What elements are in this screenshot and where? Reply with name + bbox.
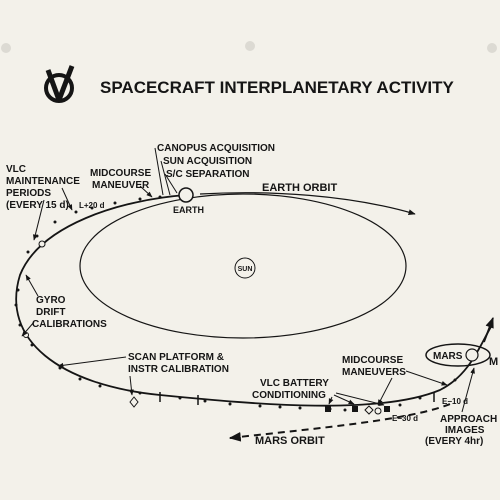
midcourse-maneuver-label: MIDCOURSE MANEUVER (90, 168, 151, 191)
binder-hole-mid (245, 41, 255, 51)
sun-circle (234, 257, 256, 279)
svg-text:IMAGES: IMAGES (445, 425, 485, 436)
binder-hole-left (1, 43, 11, 53)
binder-hole-right (487, 43, 497, 53)
svg-text:(EVERY 15 d): (EVERY 15 d) (6, 200, 69, 211)
svg-text:PERIODS: PERIODS (6, 188, 51, 199)
svg-text:MANEUVER: MANEUVER (92, 180, 150, 191)
earth-orbit-arc (199, 192, 416, 215)
svg-text:INSTR CALIBRATION: INSTR CALIBRATION (128, 364, 229, 375)
earth-orbit-label: EARTH ORBIT (262, 182, 337, 194)
earth-circle (178, 187, 194, 203)
midcourse-maneuver-leader (139, 185, 153, 198)
canopus-leader (154, 147, 164, 196)
approach-leader (461, 367, 475, 413)
svg-text:DRIFT: DRIFT (36, 307, 65, 318)
svg-text:MIDCOURSE: MIDCOURSE (90, 168, 151, 179)
sun-acq-leader (160, 160, 171, 196)
launch-plus-label: L+20 d (79, 201, 105, 210)
e30-label: E−30 d (392, 414, 418, 423)
scan-platform-leader-1 (57, 356, 127, 368)
svg-text:APPROACH: APPROACH (440, 414, 497, 425)
svg-text:MANEUVERS: MANEUVERS (342, 367, 406, 378)
scan-platform-label: SCAN PLATFORM & INSTR CALIBRATION (128, 352, 229, 375)
svg-text:GYRO: GYRO (36, 295, 66, 306)
gyro-leader-1 (25, 274, 39, 297)
event-diamond (364, 405, 374, 415)
svg-text:CONDITIONING: CONDITIONING (252, 390, 326, 401)
vlc-maintenance-label: VLC MAINTENANCE PERIODS (EVERY 15 d) (6, 164, 80, 211)
mars-circle (465, 348, 479, 362)
earth-orbit-ellipse (79, 193, 407, 339)
vlc-battery-leader-3 (335, 392, 385, 407)
svg-text:MIDCOURSE: MIDCOURSE (342, 355, 403, 366)
mars-orbit-arc (228, 403, 451, 442)
svg-text:VLC: VLC (6, 164, 26, 175)
scan-platform-diamond (129, 396, 139, 408)
trajectory-end-arrow (483, 316, 494, 343)
sc-sep-label: S/C SEPARATION (166, 169, 250, 180)
sun-label: SUN (238, 266, 253, 273)
page-title: SPACECRAFT INTERPLANETARY ACTIVITY (100, 78, 455, 97)
event-circle-2 (374, 407, 382, 415)
sc-sep-leader (164, 173, 178, 194)
trajectory-tick-1 (159, 392, 435, 405)
svg-text:(EVERY 4hr): (EVERY 4hr) (425, 436, 483, 447)
battery-square-1 (325, 406, 331, 412)
midcourse-maneuvers-leader-2 (405, 370, 448, 386)
e10-label: E−10 d (442, 397, 468, 406)
approach-images-label: APPROACH IMAGES (EVERY 4hr) (425, 414, 497, 447)
midcourse-maneuvers-label: MIDCOURSE MANEUVERS (342, 355, 406, 378)
canopus-label: CANOPUS ACQUISITION (157, 143, 275, 154)
vlc-maintenance-leader-1 (61, 187, 73, 211)
gyro-label: GYRO DRIFT CALIBRATIONS (32, 295, 107, 330)
spacecraft-trajectory (15, 194, 493, 407)
mars-m-label: M (489, 356, 498, 368)
viking-logo (44, 65, 75, 103)
trajectory-markers (14, 195, 457, 412)
svg-text:SCAN PLATFORM &: SCAN PLATFORM & (128, 352, 224, 363)
midcourse-maneuvers-leader-1 (377, 377, 393, 406)
scan-platform-leader-2 (129, 375, 134, 396)
svg-text:MAINTENANCE: MAINTENANCE (6, 176, 80, 187)
svg-text:VLC BATTERY: VLC BATTERY (260, 378, 329, 389)
mars-orbit-ring (425, 343, 491, 367)
gyro-leader-2 (21, 321, 35, 337)
vlc-battery-leader-1 (328, 396, 334, 405)
earth-label: EARTH (173, 205, 204, 215)
gyro-event-circle (38, 240, 46, 248)
sun-acq-label: SUN ACQUISITION (163, 156, 252, 167)
battery-square-3 (384, 406, 390, 412)
mars-label: MARS (433, 351, 463, 362)
vlc-battery-leader-2 (333, 394, 355, 405)
battery-square-2 (352, 406, 358, 412)
mars-orbit-label: MARS ORBIT (255, 435, 325, 447)
vlc-battery-label: VLC BATTERY CONDITIONING (252, 378, 329, 401)
vlc-maintenance-leader-2 (32, 199, 45, 241)
svg-text:CALIBRATIONS: CALIBRATIONS (32, 319, 107, 330)
